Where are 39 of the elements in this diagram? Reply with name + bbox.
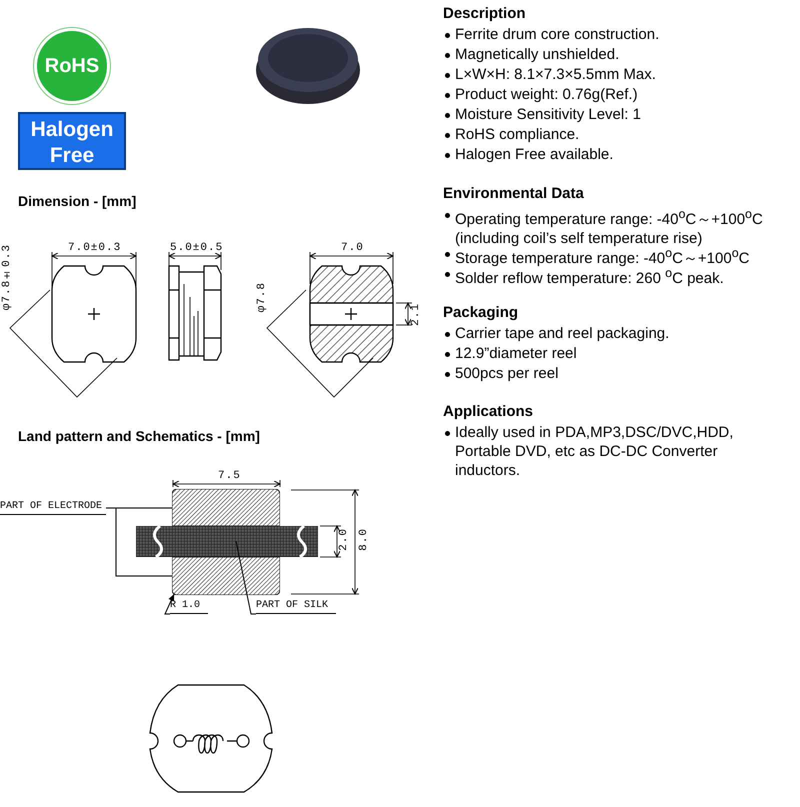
bullet-text: L×W×H: 8.1×7.3×5.5mm Max. [455,66,656,83]
bullet-text: Ferrite drum core construction. [455,26,660,43]
section-heading: Applications [443,403,534,420]
leader-line [164,593,175,614]
dimension-value: 7.0 [341,242,364,254]
dimension-value: 2.0 [338,528,350,551]
bullet-text: Storage temperature range: -40$^{o}$C～+100$^{o}$C [455,250,750,267]
dimension-value: 2.1 [410,303,422,326]
callout-label: PART OF ELECTRODE [0,501,106,515]
bullet-text: Magnetically unshielded. [455,46,620,63]
section-heading: Environmental Data [443,185,584,202]
section-heading: Dimension - [mm] [18,193,136,209]
bullet-text: Moisture Sensitivity Level: 1 [455,106,641,123]
bullet-text: 500pcs per reel [455,365,558,382]
electrode-pad [172,557,280,595]
dimension-value: 7.5 [218,470,241,482]
silk-band [136,526,318,557]
bullet-text: 12.9”diameter reel [455,345,577,362]
bullet-text: RoHS compliance. [455,126,580,143]
bullet-text: Operating temperature range: -40$^{o}$C～+100$^{o}$C (including coil’s self temperature rise) [455,206,764,248]
halogen-free-badge: Halogen Free [18,112,126,170]
paragraph-text: Ideally used in PDA,MP3,DSC/DVC,HDD, Portable DVD, etc as DC-DC Converter inductors. [455,424,734,479]
electrode-pad [172,489,280,526]
section-heading: Packaging [443,304,518,321]
bullet-text: Product weight: 0.76g(Ref.) [455,86,638,103]
callout-label: PART OF SILK [256,600,336,614]
bullet-text: Halogen Free available. [455,146,614,163]
section-heading: Land pattern and Schematics - [mm] [18,428,260,444]
bullet-text: Solder reflow temperature: 260 $^{o}$C peak. [455,270,724,287]
leader-line [236,541,256,614]
dimension-value: φ7.8 [256,282,268,312]
dimension-value: 5.0±0.5 [170,242,224,254]
dimension-value: 7.0±0.3 [68,242,122,254]
section-heading: Description [443,5,526,22]
bullet-text: Carrier tape and reel packaging. [455,325,670,342]
dimension-value: 8.0 [358,528,370,551]
leader-line [106,508,172,576]
rohs-badge: RoHS [34,28,110,104]
dimension-value: φ7.8±0.3 [1,244,13,310]
